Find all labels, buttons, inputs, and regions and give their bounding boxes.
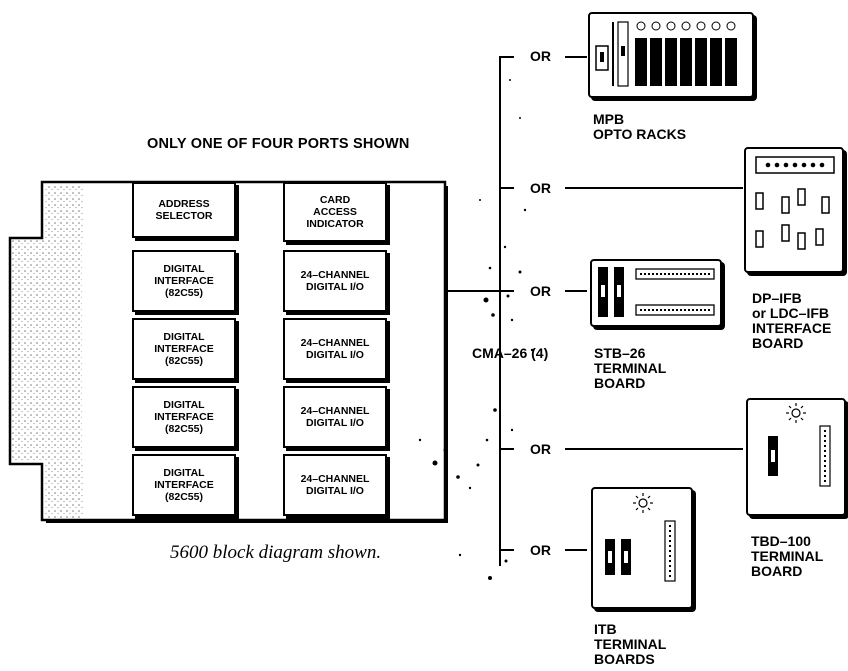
tbd100-label: TBD–100 TERMINAL BOARD [751, 533, 824, 579]
or-link-line [565, 549, 587, 551]
or-label: OR [530, 542, 551, 558]
address-selector-chip: ADDRESS SELECTOR [132, 182, 236, 238]
or-label: OR [530, 180, 551, 196]
digital-interface-chip: DIGITAL INTERFACE (82C55) [132, 318, 236, 380]
digital-io-chip: 24–CHANNEL DIGITAL I/O [283, 318, 387, 380]
mpb-label: MPB OPTO RACKS [593, 111, 687, 142]
bus-branch-1 [499, 56, 514, 58]
bus-branch-5 [499, 549, 514, 551]
digital-io-chip: 24–CHANNEL DIGITAL I/O [283, 454, 387, 516]
itb-label: ITB TERMINAL BOARDS [594, 621, 667, 667]
digital-io-chip: 24–CHANNEL DIGITAL I/O [283, 386, 387, 448]
diagram-title: ONLY ONE OF FOUR PORTS SHOWN [147, 136, 410, 152]
status-led-icon [633, 493, 653, 513]
digital-io-chip: 24–CHANNEL DIGITAL I/O [283, 250, 387, 312]
status-led-icon [786, 403, 806, 423]
cma26-label: CMA–26 (4) [472, 345, 549, 361]
mpb-opto-rack-device [588, 12, 754, 98]
itb-terminal-board-device [591, 487, 693, 609]
bus-branch-2 [499, 187, 514, 189]
or-link-line [565, 290, 587, 292]
or-label: OR [530, 48, 551, 64]
diagram-caption: 5600 block diagram shown. [170, 542, 382, 563]
bus-branch-4 [499, 448, 514, 450]
dp-ifb-label: DP–IFB or LDC–IFB INTERFACE BOARD [752, 290, 832, 351]
or-label: OR [530, 283, 551, 299]
bus-branch-3 [499, 290, 514, 292]
digital-interface-chip: DIGITAL INTERFACE (82C55) [132, 386, 236, 448]
or-link-line [565, 448, 743, 450]
stb26-terminal-board-device [590, 259, 722, 327]
or-link-line [565, 187, 743, 189]
or-label: OR [530, 441, 551, 457]
edge-connector-stipple [12, 240, 82, 462]
digital-interface-chip: DIGITAL INTERFACE (82C55) [132, 454, 236, 516]
digital-interface-chip: DIGITAL INTERFACE (82C55) [132, 250, 236, 312]
or-link-line [565, 56, 587, 58]
bus-vertical-line [499, 56, 501, 566]
dp-ifb-board-device [744, 147, 844, 273]
tbd100-terminal-board-device [746, 398, 846, 516]
board-to-bus-line [447, 290, 500, 292]
stb26-label: STB–26 TERMINAL BOARD [594, 345, 667, 391]
card-access-indicator-chip: CARD ACCESS INDICATOR [283, 182, 387, 242]
